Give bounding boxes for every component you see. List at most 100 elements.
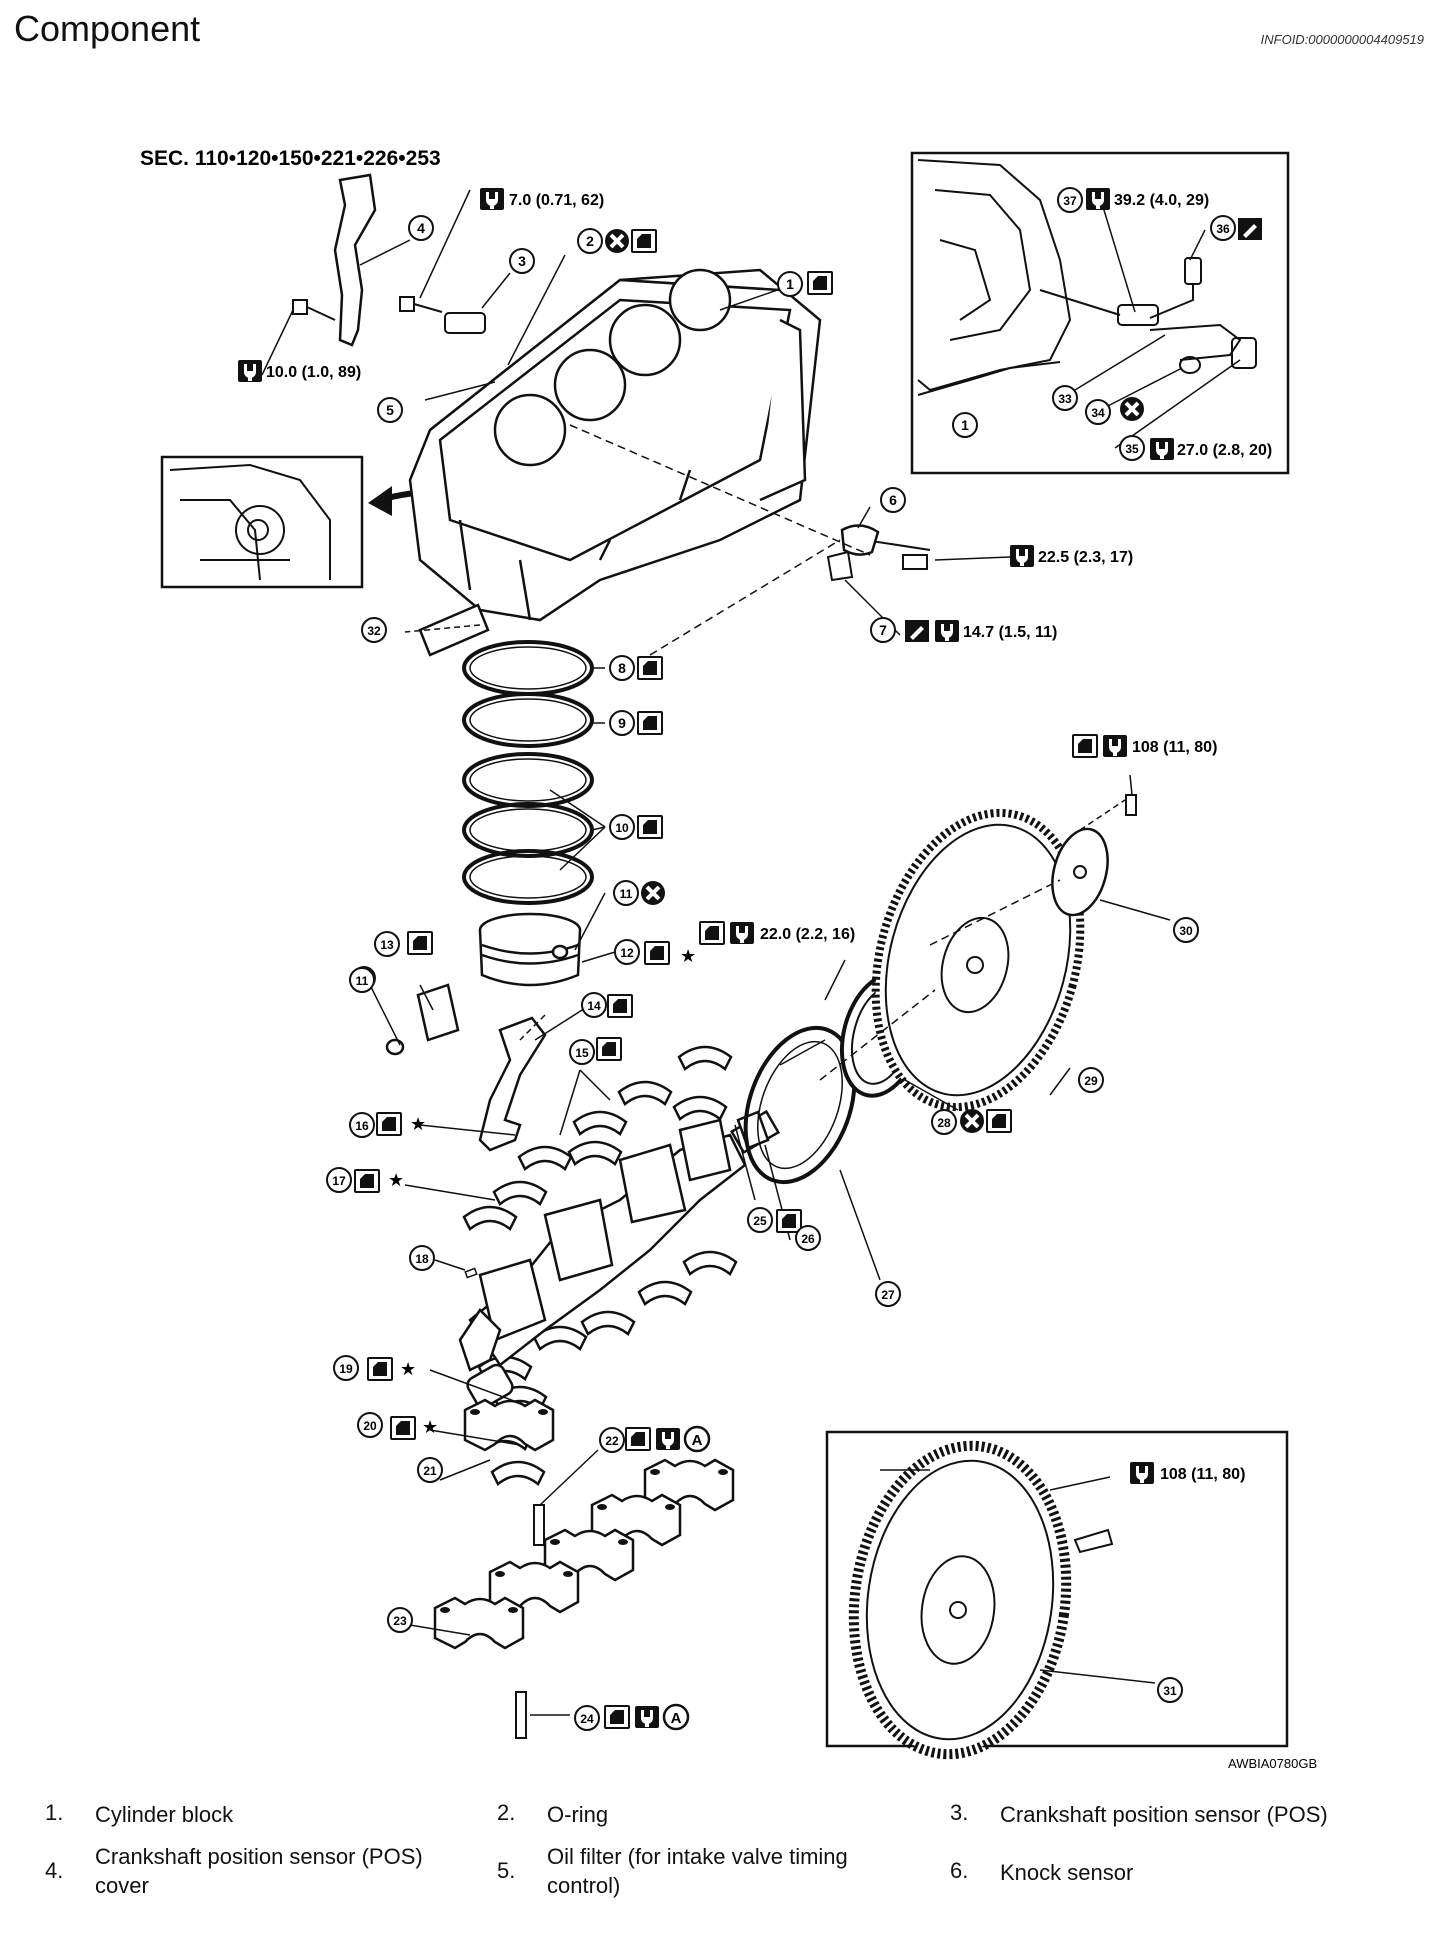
callout-33: 33 <box>1052 385 1078 411</box>
torque-t3: 39.2 (4.0, 29) <box>1114 192 1209 209</box>
do-not-reuse-icon <box>603 227 631 255</box>
torque-icon <box>480 188 504 210</box>
callout-10: 10 <box>609 814 635 840</box>
crankshaft-art <box>458 1109 781 1409</box>
svg-text:27: 27 <box>881 1288 895 1302</box>
svg-text:37: 37 <box>1063 194 1077 208</box>
sealant-icon <box>905 620 929 642</box>
callout-group: 1234567891011111213141516171819202122232… <box>326 187 1236 1731</box>
callout-28: 28 <box>931 1109 957 1135</box>
torque-t9: 108 (11, 80) <box>1160 1466 1245 1483</box>
torque-t7: 108 (11, 80) <box>1132 739 1217 756</box>
bearing-a <box>677 1045 733 1071</box>
do-not-reuse-icon <box>958 1107 986 1135</box>
callout-37: 37 <box>1057 187 1083 213</box>
svg-text:8: 8 <box>618 660 626 676</box>
key-art <box>464 1267 478 1279</box>
piston-art <box>478 912 582 987</box>
oil-icon <box>607 994 633 1018</box>
legend-item: 6. Knock sensor <box>950 1858 1134 1885</box>
callout-2: 2 <box>577 228 603 254</box>
callout-35: 35 <box>1119 435 1145 461</box>
bearing-f <box>517 1145 573 1171</box>
legend-item: 5. Oil filter (for intake valve timing c… <box>497 1844 848 1898</box>
callout-32: 32 <box>361 617 387 643</box>
main-cap-e <box>433 1596 525 1650</box>
view-arrow-head <box>368 486 392 516</box>
section-label: SEC. 110•120•150•221•226•253 <box>140 147 441 170</box>
callout-1: 1 <box>952 412 978 438</box>
oil-icon <box>407 931 433 955</box>
torque-icon <box>1010 545 1034 567</box>
svg-text:23: 23 <box>393 1614 407 1628</box>
inset-pos-view <box>160 455 364 589</box>
svg-text:30: 30 <box>1179 924 1193 938</box>
bearing-b <box>617 1080 673 1106</box>
torque-t1: 7.0 (0.71, 62) <box>509 192 604 209</box>
torque-icon <box>238 360 262 382</box>
svg-text:1: 1 <box>961 417 969 433</box>
svg-text:25: 25 <box>753 1214 767 1228</box>
svg-text:9: 9 <box>618 715 626 731</box>
do-not-reuse-icon <box>639 879 667 907</box>
inset-block-art <box>917 159 1257 396</box>
callout-1: 1 <box>777 271 803 297</box>
svg-text:36: 36 <box>1216 222 1230 236</box>
callout-11: 11 <box>613 880 639 906</box>
bearing-c <box>672 1095 728 1121</box>
torque-icon <box>1130 1462 1154 1484</box>
oil-icon <box>604 1705 630 1729</box>
oil-icon <box>637 711 663 735</box>
svg-text:22: 22 <box>605 1434 619 1448</box>
svg-text:28: 28 <box>937 1116 951 1130</box>
callout-16: 16 <box>349 1112 375 1138</box>
star-mark: ★ <box>422 1417 438 1437</box>
sealant-icon <box>1238 218 1262 240</box>
oil-icon <box>631 229 657 253</box>
callout-18: 18 <box>409 1245 435 1271</box>
callout-24: 24 <box>574 1705 600 1731</box>
svg-text:32: 32 <box>367 624 381 638</box>
svg-text:31: 31 <box>1163 1684 1177 1698</box>
oil-icon <box>625 1427 651 1451</box>
svg-text:19: 19 <box>339 1362 353 1376</box>
torque-t4: 27.0 (2.8, 20) <box>1177 442 1272 459</box>
svg-text:10: 10 <box>615 821 629 835</box>
callout-7: 7 <box>870 617 896 643</box>
oil-icon <box>390 1416 416 1440</box>
marker-a: A <box>662 1703 690 1731</box>
torque-t2: 10.0 (1.0, 89) <box>266 364 361 381</box>
svg-text:35: 35 <box>1125 442 1139 456</box>
svg-text:24: 24 <box>580 1712 594 1726</box>
oil-icon <box>637 815 663 839</box>
bearing-h <box>462 1205 518 1231</box>
svg-text:21: 21 <box>423 1464 437 1478</box>
bearing-e <box>567 1140 623 1166</box>
oil-icon <box>637 656 663 680</box>
callout-11: 11 <box>349 967 375 993</box>
callout-4: 4 <box>408 215 434 241</box>
oil-icon <box>354 1169 380 1193</box>
signal-plate-art <box>743 1025 857 1185</box>
svg-text:7: 7 <box>879 622 887 638</box>
torque-t5: 22.5 (2.3, 17) <box>1038 549 1133 566</box>
callout-29: 29 <box>1078 1067 1104 1093</box>
svg-text:34: 34 <box>1091 406 1105 420</box>
torque-icon <box>656 1428 680 1450</box>
svg-text:20: 20 <box>363 1419 377 1433</box>
callout-27: 27 <box>875 1281 901 1307</box>
svg-text:6: 6 <box>889 492 897 508</box>
do-not-reuse-icon <box>1118 395 1146 423</box>
oil-icon <box>986 1109 1012 1133</box>
svg-text:5: 5 <box>386 402 394 418</box>
callout-30: 30 <box>1173 917 1199 943</box>
oil-icon <box>699 921 725 945</box>
exploded-diagram: SEC. 110•120•150•221•226•253 <box>140 147 1317 1771</box>
torque-t8: 22.0 (2.2, 16) <box>760 926 855 943</box>
callout-9: 9 <box>609 710 635 736</box>
callout-23: 23 <box>387 1607 413 1633</box>
callout-3: 3 <box>509 248 535 274</box>
torque-icon <box>1103 735 1127 757</box>
oil-icon <box>644 941 670 965</box>
svg-text:13: 13 <box>380 938 394 952</box>
